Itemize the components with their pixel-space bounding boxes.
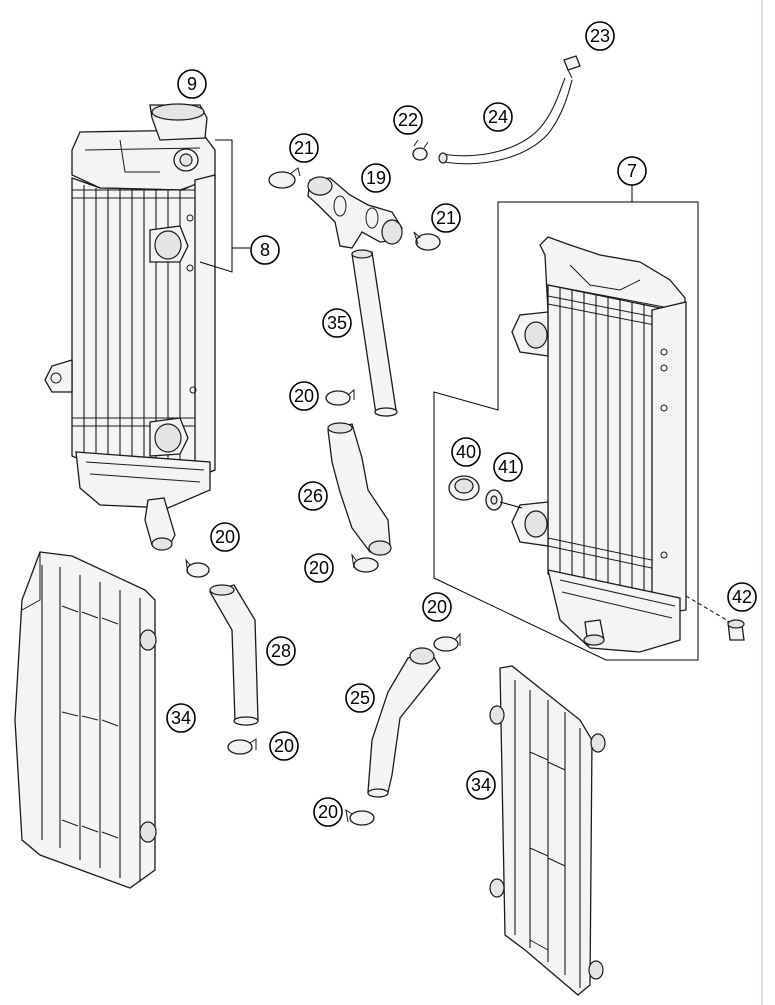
callout-21b-label: 21 bbox=[436, 208, 456, 228]
callout-7: 7 bbox=[617, 156, 647, 186]
right-radiator-shroud bbox=[489, 665, 606, 996]
callout-20c: 20 bbox=[210, 522, 240, 552]
hose-clamp-20c-part bbox=[185, 558, 210, 578]
hose-clamp-20f-part bbox=[345, 808, 375, 826]
callout-21a-label: 21 bbox=[294, 138, 314, 158]
callout-22: 22 bbox=[393, 105, 423, 135]
callout-41-label: 41 bbox=[498, 457, 518, 477]
hose-clamp-20d-part bbox=[227, 738, 257, 755]
hose-clamp-20e-part bbox=[433, 632, 461, 652]
callout-23: 23 bbox=[585, 21, 615, 51]
hose-clamp-20b-part bbox=[351, 553, 379, 573]
callout-26-label: 26 bbox=[303, 486, 323, 506]
callout-19-label: 19 bbox=[366, 168, 386, 188]
callout-23-label: 23 bbox=[590, 26, 610, 46]
callout-41: 41 bbox=[493, 452, 523, 482]
callout-20f: 20 bbox=[313, 797, 343, 827]
washer-41-part bbox=[485, 489, 503, 511]
left-radiator-shroud bbox=[14, 551, 157, 889]
callout-24-label: 24 bbox=[488, 107, 508, 127]
leader-42 bbox=[685, 595, 731, 623]
callout-8: 8 bbox=[250, 235, 280, 265]
leader-8 bbox=[199, 139, 233, 273]
left-radiator bbox=[44, 103, 216, 551]
hose-25-part bbox=[367, 647, 441, 798]
hose-28-part bbox=[209, 584, 259, 726]
callout-20d-label: 20 bbox=[274, 736, 294, 756]
right-radiator bbox=[511, 236, 687, 653]
callout-25-label: 25 bbox=[350, 688, 370, 708]
callout-9-label: 9 bbox=[187, 74, 197, 94]
callout-20e-label: 20 bbox=[427, 597, 447, 617]
callout-20a-label: 20 bbox=[294, 386, 314, 406]
callout-20d: 20 bbox=[269, 731, 299, 761]
callout-35-label: 35 bbox=[327, 313, 347, 333]
callout-34b: 34 bbox=[466, 770, 496, 800]
callout-34a: 34 bbox=[166, 703, 196, 733]
callout-42-label: 42 bbox=[732, 587, 752, 607]
leader-7 bbox=[433, 185, 699, 661]
callout-28-label: 28 bbox=[271, 641, 291, 661]
callout-28: 28 bbox=[266, 636, 296, 666]
hose-26-part bbox=[327, 422, 392, 556]
pipe-35-part bbox=[351, 249, 398, 417]
callout-20e: 20 bbox=[422, 592, 452, 622]
callout-20a: 20 bbox=[289, 381, 319, 411]
callout-35: 35 bbox=[322, 308, 352, 338]
hose-24-part bbox=[438, 77, 573, 165]
clip-22-part bbox=[412, 139, 429, 161]
callout-26: 26 bbox=[298, 481, 328, 511]
clip-23-part bbox=[563, 55, 581, 79]
callout-25: 25 bbox=[345, 683, 375, 713]
callout-21a: 21 bbox=[289, 133, 319, 163]
hose-clamp-21b-part bbox=[413, 231, 441, 251]
y-fitting-19-part bbox=[307, 176, 403, 249]
hose-clamp-20a-part bbox=[325, 388, 355, 406]
bolt-42-part bbox=[727, 619, 745, 641]
callout-40-label: 40 bbox=[456, 442, 476, 462]
callout-22-label: 22 bbox=[398, 110, 418, 130]
callout-19: 19 bbox=[361, 163, 391, 193]
callout-20b-label: 20 bbox=[309, 558, 329, 578]
callout-34a-label: 34 bbox=[171, 708, 191, 728]
callout-34b-label: 34 bbox=[471, 775, 491, 795]
callout-20b: 20 bbox=[304, 553, 334, 583]
callout-9: 9 bbox=[177, 69, 207, 99]
callout-8-label: 8 bbox=[260, 240, 270, 260]
callout-42: 42 bbox=[727, 582, 757, 612]
callout-40: 40 bbox=[451, 437, 481, 467]
hose-clamp-21a-part bbox=[268, 167, 301, 189]
callout-7-label: 7 bbox=[627, 161, 637, 181]
callout-20f-label: 20 bbox=[318, 802, 338, 822]
callout-20c-label: 20 bbox=[215, 527, 235, 547]
callout-21b: 21 bbox=[431, 203, 461, 233]
grommet-40-part bbox=[448, 475, 480, 501]
callout-24: 24 bbox=[483, 102, 513, 132]
